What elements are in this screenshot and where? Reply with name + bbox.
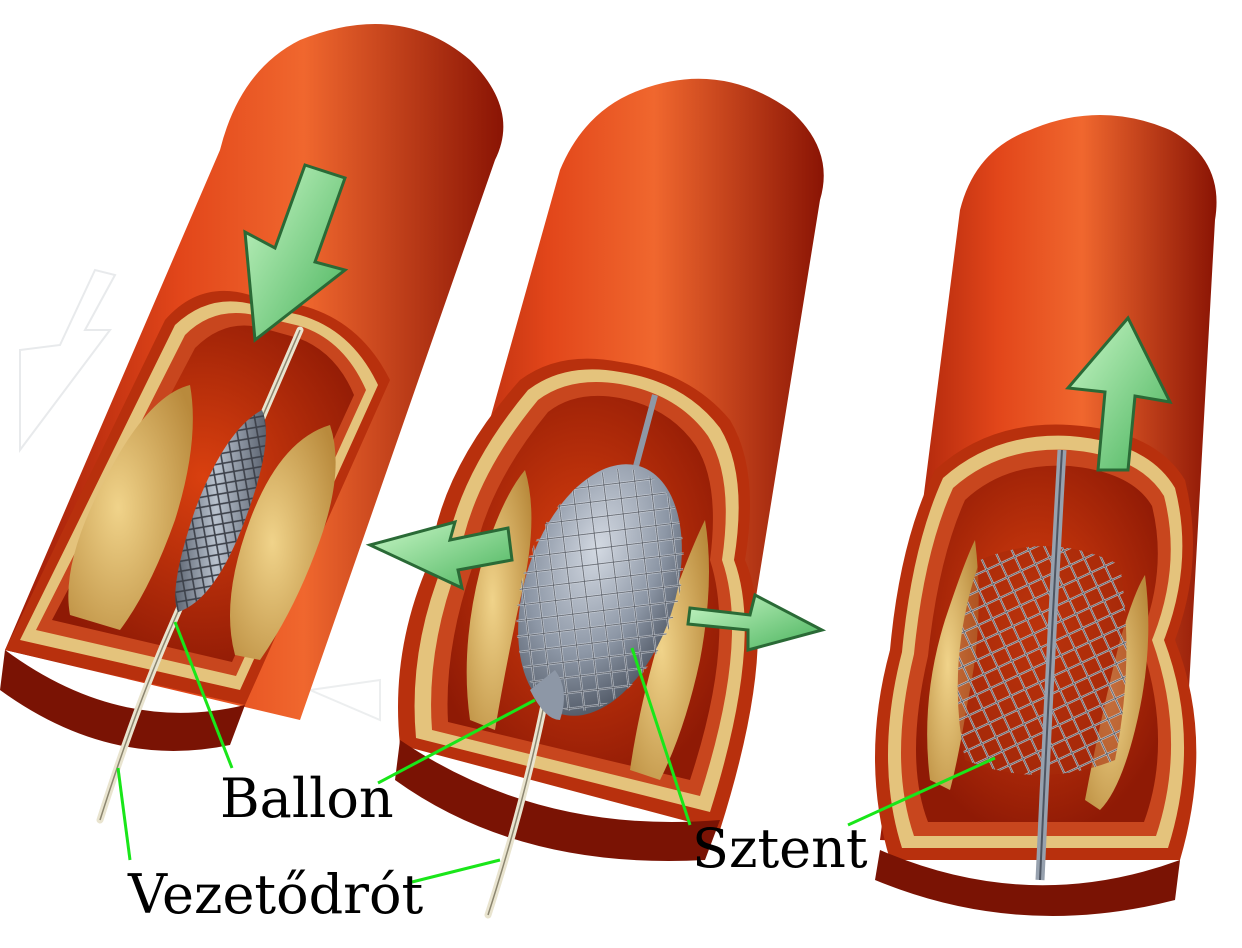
vessel-3 [875, 115, 1217, 916]
leader-guidewire-1 [116, 767, 132, 861]
ghost-arrow [306, 678, 381, 722]
expand-right-arrow [686, 592, 827, 652]
leader-balloon-1 [173, 621, 234, 769]
leader-lines [116, 621, 996, 884]
label-balloon: Ballon [220, 767, 394, 830]
leader-stent-3 [847, 756, 996, 827]
insert-arrow [243, 163, 349, 343]
vessel-2 [365, 78, 827, 919]
leader-stent-2 [630, 647, 692, 826]
leader-guidewire-2 [411, 858, 501, 884]
ghost-arrow [19, 268, 117, 453]
label-stent: Sztent [692, 817, 868, 880]
leader-balloon-2 [377, 698, 536, 785]
expand-left-arrow [365, 519, 514, 591]
label-guidewire: Vezetődrót [128, 863, 424, 926]
vessel-1 [0, 24, 504, 824]
withdraw-arrow [1065, 315, 1173, 472]
